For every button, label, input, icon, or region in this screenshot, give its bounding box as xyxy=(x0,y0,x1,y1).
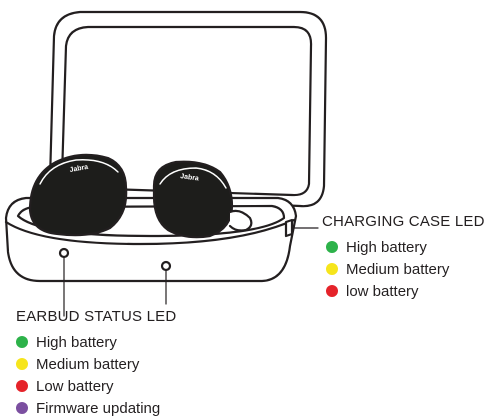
left-earbud: Jabra xyxy=(28,153,128,237)
status-dot-icon xyxy=(16,358,28,370)
right-earbud-logo: Jabra xyxy=(180,173,200,183)
charging-case-led-title: CHARGING CASE LED xyxy=(322,213,485,230)
status-dot-icon xyxy=(326,241,338,253)
legend-label: High battery xyxy=(346,238,427,256)
earbud-status-led-title: EARBUD STATUS LED xyxy=(16,308,177,325)
left-earbud-logo: Jabra xyxy=(69,164,89,174)
legend-item: Medium battery xyxy=(16,353,160,375)
legend-item: Medium battery xyxy=(326,258,449,280)
right-earbud-led xyxy=(160,260,172,272)
legend-label: High battery xyxy=(36,333,117,351)
legend-item: Low battery xyxy=(16,375,160,397)
legend-label: Medium battery xyxy=(36,355,140,373)
status-dot-icon xyxy=(16,380,28,392)
legend-item: Firmware updating xyxy=(16,397,160,419)
legend-label: Firmware updating xyxy=(36,399,161,417)
charging-case-led xyxy=(284,218,294,238)
status-dot-icon xyxy=(16,402,28,414)
legend-label: Low battery xyxy=(36,377,114,395)
right-earbud: Jabra xyxy=(152,160,253,239)
left-earbud-led xyxy=(58,247,70,259)
status-dot-icon xyxy=(16,336,28,348)
legend-label: Medium battery xyxy=(346,260,450,278)
legend-label: low battery xyxy=(346,282,419,300)
status-dot-icon xyxy=(326,285,338,297)
status-dot-icon xyxy=(326,263,338,275)
legend-item: High battery xyxy=(16,331,160,353)
legend-item: low battery xyxy=(326,280,449,302)
legend-item: High battery xyxy=(326,236,449,258)
